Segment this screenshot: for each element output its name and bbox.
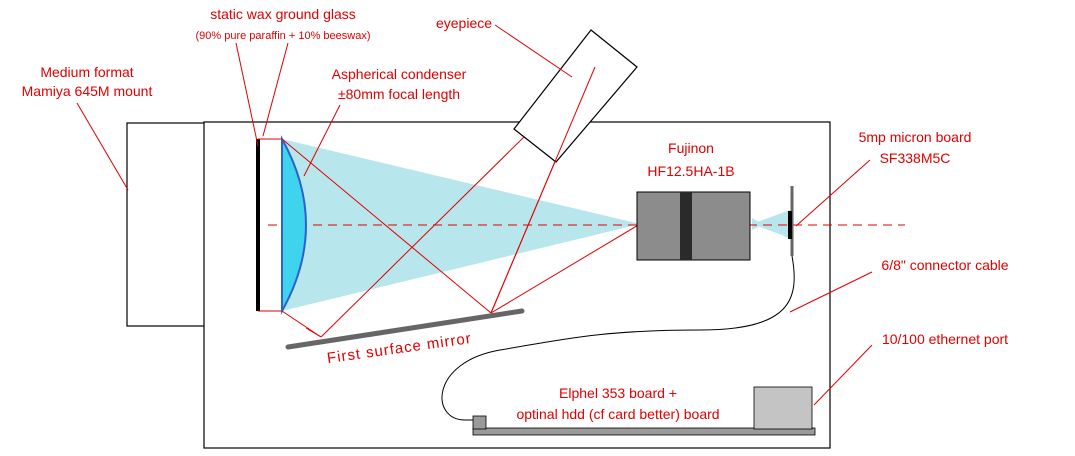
- circuit-board-icon: [472, 427, 816, 436]
- label-sensor-line1: 5mp micron board: [859, 129, 972, 145]
- light-cone-main: [282, 139, 640, 311]
- connector-cable: [441, 255, 795, 421]
- label-mount-line2: Mamiya 645M mount: [22, 83, 153, 99]
- plano-convex-lens-icon: [281, 135, 307, 315]
- label-board-line2: optinal hdd (cf card better) board: [516, 406, 719, 422]
- ethernet-port-icon: [753, 386, 813, 430]
- label-ground-glass: static wax ground glass: [210, 6, 356, 22]
- label-lens-line2: HF12.5HA-1B: [647, 163, 734, 179]
- label-ethernet: 10/100 ethernet port: [882, 331, 1008, 347]
- c-mount-lens-body: [636, 191, 751, 261]
- label-lens-line1: Fujinon: [668, 140, 714, 156]
- label-eyepiece: eyepiece: [436, 15, 492, 31]
- eyepiece-rays: [490, 66, 596, 314]
- sensor-chip: [788, 211, 792, 239]
- label-sensor-line2: SF338M5C: [880, 150, 951, 166]
- lens-mount-box: [126, 122, 206, 327]
- eyepiece-tube-icon: [513, 29, 638, 163]
- light-cone-sensor-b: [752, 210, 790, 238]
- label-condenser-line1: Aspherical condenser: [332, 66, 467, 82]
- leader-lines: [76, 24, 873, 406]
- label-cable: 6/8" connector cable: [881, 257, 1008, 273]
- label-condenser-line2: ±80mm focal length: [338, 86, 460, 102]
- flat-mirror-icon: [285, 308, 525, 350]
- board-connector: [472, 415, 487, 430]
- lens-focus-ring: [680, 192, 692, 260]
- label-board-line1: Elphel 353 board +: [559, 385, 677, 401]
- label-ground-glass-note: (90% pure paraffin + 10% beeswax): [196, 30, 371, 42]
- label-mount-line1: Medium format: [40, 64, 133, 80]
